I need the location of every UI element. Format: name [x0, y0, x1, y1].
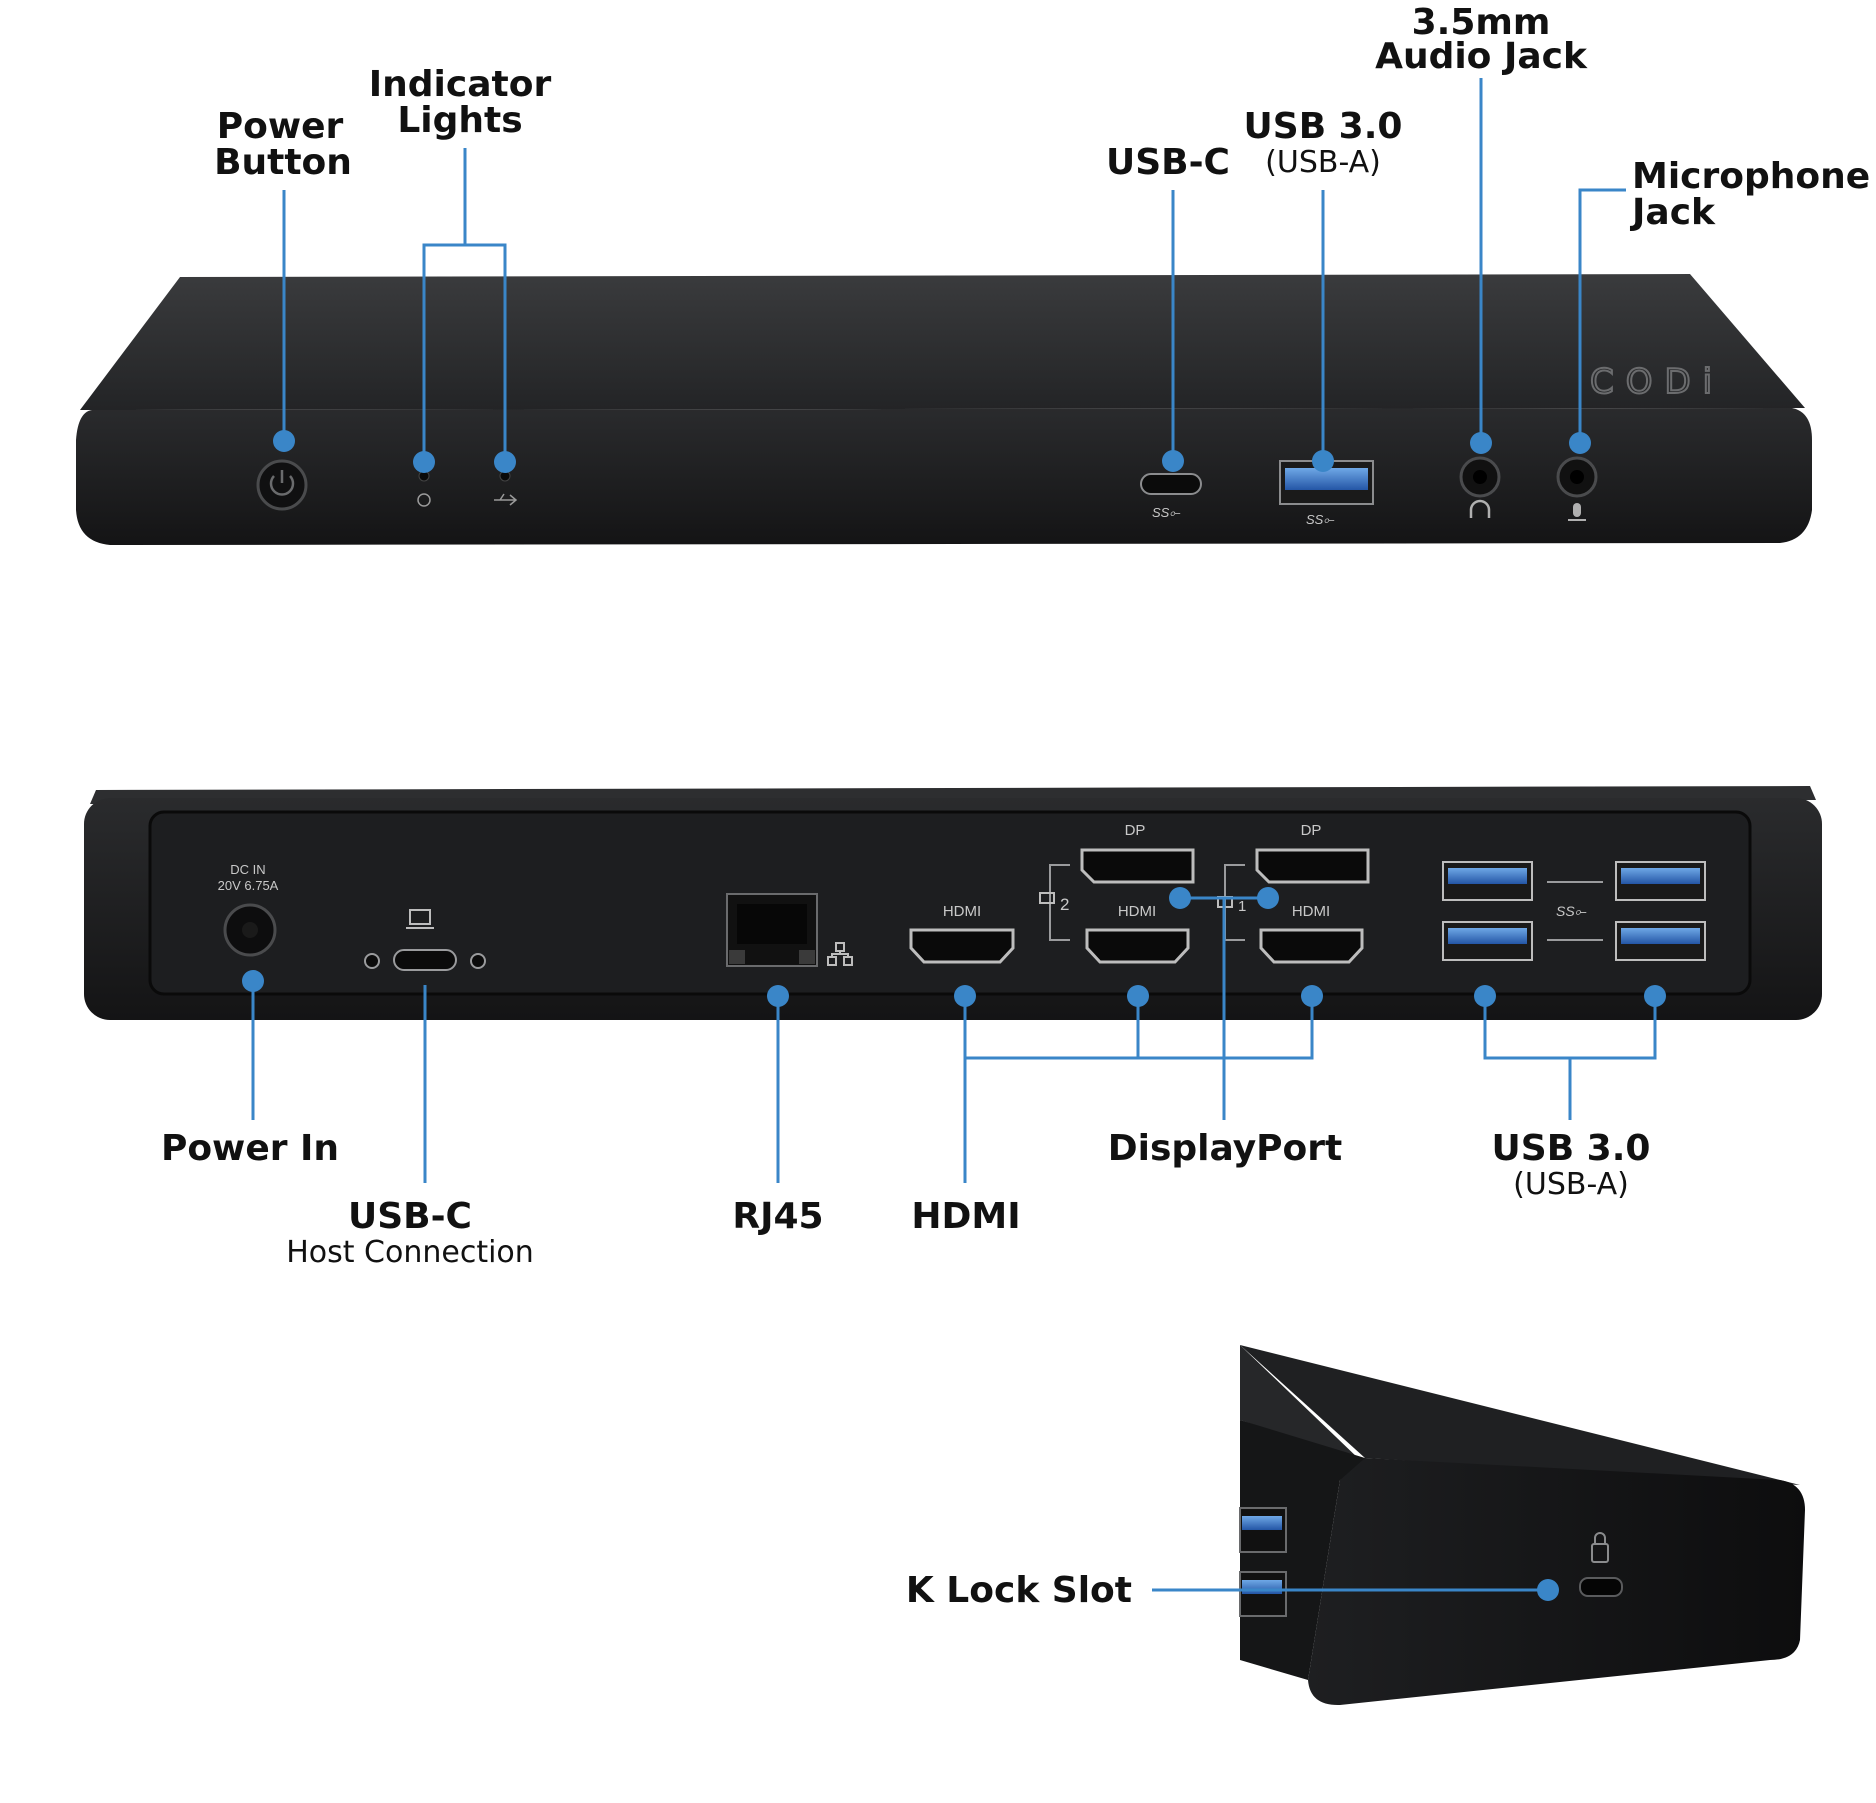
label-mic-jack-line1: Microphone: [1632, 156, 1870, 197]
dc-in-text-line1: DC IN: [230, 862, 265, 877]
hdmi-print-2: HDMI: [1118, 903, 1156, 920]
network-icon: [827, 942, 853, 966]
label-mic-jack-line2: Jack: [1629, 192, 1716, 233]
rear-usb-a-port-2: [1615, 861, 1706, 901]
dc-in-text-line2: 20V 6.75A: [218, 878, 279, 893]
display-2-monitor-icon: [1039, 892, 1055, 904]
label-k-lock: K Lock Slot: [906, 1570, 1132, 1611]
headphone-icon: [1469, 499, 1491, 518]
label-rear-usb3-sub: (USB-A): [1513, 1167, 1629, 1202]
dp-print-1: DP: [1125, 822, 1146, 839]
k-lock-slot: [1579, 1577, 1623, 1597]
label-displayport: DisplayPort: [1108, 1128, 1343, 1169]
rear-usb-a-port-4: [1615, 921, 1706, 961]
lock-icon: [1591, 1532, 1609, 1563]
label-hdmi: HDMI: [911, 1196, 1020, 1237]
side-view: K Lock Slot: [906, 1345, 1805, 1706]
label-indicator-lights-line2: Lights: [397, 100, 522, 141]
side-usb-a-port-1: [1239, 1507, 1287, 1553]
laptop-icon: [409, 909, 431, 925]
marker-mic-jack: [1569, 432, 1591, 454]
leader-indicator-bracket: [422, 243, 507, 462]
marker-front-usbc: [1162, 450, 1184, 472]
hdmi-port-2: [1085, 928, 1190, 964]
label-power-button-line2: Button: [214, 142, 352, 183]
dp-port-2: [1255, 848, 1370, 884]
power-button[interactable]: [256, 459, 308, 511]
hdmi-print-3: HDMI: [1292, 903, 1330, 920]
front-usb-c-port: [1140, 473, 1202, 495]
microphone-icon: [1573, 503, 1581, 517]
dp-port-1: [1080, 848, 1195, 884]
marker-indicator-power: [413, 451, 435, 473]
hdmi-port-3: [1259, 928, 1364, 964]
label-indicator-lights-line1: Indicator: [369, 64, 552, 105]
usb-indicator-icon: [494, 493, 518, 506]
power-icon: [269, 475, 295, 496]
dp-print-2: DP: [1301, 822, 1322, 839]
leader-mic-jack: [1578, 188, 1626, 443]
side-end-face: [1308, 1458, 1805, 1706]
display-2-number: 2: [1060, 895, 1069, 914]
label-power-button-line1: Power: [217, 106, 344, 147]
ss-logo-rear-usb: SS⟜: [1556, 903, 1587, 919]
front-view: CODi SS⟜ SS⟜: [76, 2, 1870, 545]
label-rj45: RJ45: [732, 1196, 823, 1237]
side-top-face: [1240, 1345, 1800, 1485]
hdmi-port-1: [909, 928, 1015, 964]
side-top-surface: [1240, 1345, 1360, 1460]
power-indicator-icon: [417, 493, 431, 507]
display-1-number: 1: [1238, 898, 1246, 915]
brand-logo: CODi: [1590, 362, 1724, 402]
marker-front-usb3: [1312, 450, 1334, 472]
label-front-usbc: USB-C: [1106, 142, 1230, 183]
ss-logo-usba: SS⟜: [1306, 512, 1334, 527]
rj45-port: [726, 893, 818, 967]
label-power-in: Power In: [161, 1128, 339, 1169]
label-rear-usb3-title: USB 3.0: [1492, 1128, 1651, 1169]
label-front-usb3-sub: (USB-A): [1265, 145, 1381, 180]
marker-audio-jack: [1470, 432, 1492, 454]
label-front-usb3-title: USB 3.0: [1244, 106, 1403, 147]
label-audio-jack-line1: 3.5mm: [1412, 2, 1551, 43]
label-audio-jack-line2: Audio Jack: [1375, 36, 1588, 77]
ss-logo-usbc: SS⟜: [1152, 505, 1180, 520]
dock-front-face: [76, 408, 1812, 545]
dock-top-surface: [80, 274, 1805, 410]
label-host-usbc-sub: Host Connection: [286, 1235, 534, 1270]
host-usb-c-port: [393, 949, 457, 971]
rear-usb-a-port-3: [1442, 921, 1533, 961]
side-usb-a-port-2: [1239, 1571, 1287, 1617]
marker-k-lock: [1537, 1579, 1559, 1601]
marker-indicator-usb: [494, 451, 516, 473]
back-view: DC IN 20V 6.75A HDMI HDMI HDMI: [84, 786, 1822, 1270]
hdmi-print-1: HDMI: [943, 903, 981, 920]
marker-power-button: [273, 430, 295, 452]
rear-usb-a-port-1: [1442, 861, 1533, 901]
label-host-usbc-title: USB-C: [348, 1196, 472, 1237]
